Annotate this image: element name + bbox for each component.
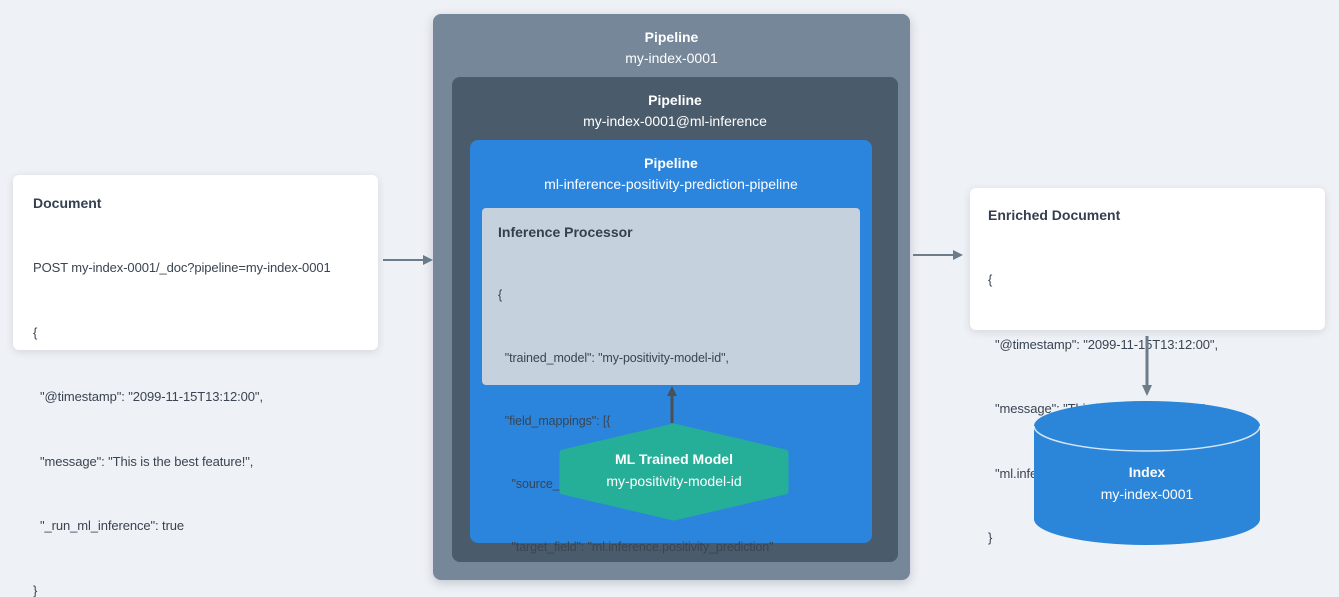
code-line: POST my-index-0001/_doc?pipeline=my-inde…	[33, 260, 331, 275]
index-name: my-index-0001	[1100, 486, 1194, 502]
index-title: Index	[1128, 464, 1166, 480]
enriched-document-card: Enriched Document { "@timestamp": "2099-…	[970, 188, 1325, 545]
ingest-arrow-icon	[383, 255, 433, 265]
pipeline-inner-header: Pipeline ml-inference-positivity-predict…	[470, 140, 872, 195]
pipeline-outer-label: Pipeline	[644, 29, 699, 45]
code-line: "field_mappings": [{	[498, 414, 611, 428]
pipeline-middle-name: my-index-0001@ml-inference	[583, 113, 767, 129]
index-cylinder: Index my-index-0001	[1032, 399, 1262, 547]
pipeline-middle-label: Pipeline	[648, 92, 702, 108]
code-line: "_run_ml_inference": true	[33, 518, 185, 533]
pipeline-inner-name: ml-inference-positivity-prediction-pipel…	[544, 176, 798, 192]
inference-processor-box: Inference Processor { "trained_model": "…	[482, 208, 860, 554]
code-line: {	[988, 272, 993, 287]
database-cylinder-icon	[1033, 401, 1261, 545]
code-line: {	[498, 288, 503, 302]
document-card-code: POST my-index-0001/_doc?pipeline=my-inde…	[33, 214, 358, 597]
index-arrow-icon	[1142, 336, 1152, 396]
inference-processor-code: { "trained_model": "my-positivity-model-…	[498, 243, 844, 597]
code-line: {	[33, 324, 38, 340]
index-label: Index my-index-0001	[1032, 461, 1262, 505]
ml-trained-model-name: my-positivity-model-id	[606, 473, 742, 489]
pipeline-box-outer: Pipeline my-index-0001 Pipeline my-index…	[433, 14, 910, 580]
output-arrow-icon	[913, 250, 963, 260]
model-arrow-icon	[667, 386, 677, 423]
ml-trained-model-label: ML Trained Model my-positivity-model-id	[559, 448, 789, 492]
inference-processor-title: Inference Processor	[498, 224, 633, 240]
code-line: "trained_model": "my-positivity-model-id…	[498, 351, 729, 365]
code-line: }	[33, 582, 38, 597]
pipeline-middle-header: Pipeline my-index-0001@ml-inference	[452, 77, 898, 132]
pipeline-box-middle: Pipeline my-index-0001@ml-inference Pipe…	[452, 77, 898, 562]
ml-trained-model-hexagon: ML Trained Model my-positivity-model-id	[559, 423, 789, 521]
code-line: }	[988, 530, 993, 545]
code-line: "message": "This is the best feature!",	[33, 453, 254, 469]
pipeline-outer-header: Pipeline my-index-0001	[433, 14, 910, 69]
code-line: "target_field": "ml.inference.positivity…	[498, 540, 774, 554]
document-card: Document POST my-index-0001/_doc?pipelin…	[13, 175, 378, 597]
code-line: "@timestamp": "2099-11-15T13:12:00",	[988, 336, 1218, 352]
hexagon-shape-icon	[559, 423, 789, 521]
pipeline-inner-label: Pipeline	[644, 155, 698, 171]
code-line: "@timestamp": "2099-11-15T13:12:00",	[33, 389, 263, 404]
document-card-title: Document	[33, 195, 102, 211]
enriched-document-title: Enriched Document	[988, 207, 1121, 223]
pipeline-box-inner: Pipeline ml-inference-positivity-predict…	[470, 140, 872, 554]
ml-trained-model-title: ML Trained Model	[615, 451, 733, 467]
pipeline-outer-name: my-index-0001	[625, 50, 718, 66]
